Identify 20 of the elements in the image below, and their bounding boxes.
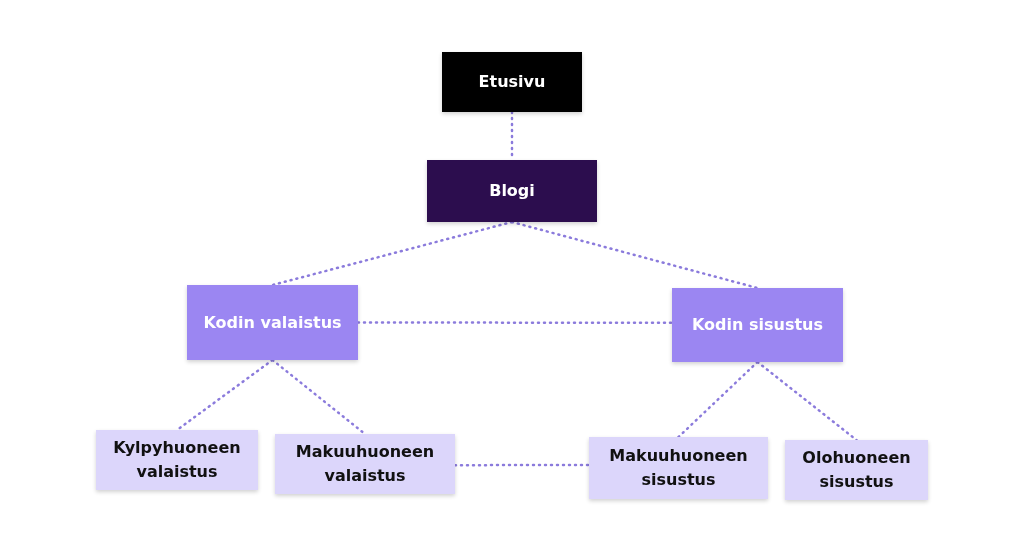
page-title: Kodin valaistus [203, 311, 342, 334]
page-box [187, 285, 358, 360]
dotted-connector [271, 220, 514, 287]
dotted-connector [510, 220, 759, 290]
dotted-connector [677, 360, 759, 439]
page-title: Makuuhuoneen valaistus [294, 441, 436, 487]
page-box [442, 52, 582, 112]
page-box [672, 288, 843, 362]
page-box [785, 440, 928, 500]
page-title: Olohuoneen sisustus [801, 447, 912, 493]
page-title: Blogi [489, 180, 535, 202]
dotted-connector [756, 360, 858, 442]
page-box [275, 434, 455, 494]
page-title: Etusivu [478, 71, 546, 93]
page-box [96, 430, 258, 490]
page-box [427, 160, 597, 222]
page-box [589, 437, 768, 499]
page-title: Makuuhuoneen sisustus [608, 445, 749, 491]
page-title: Kylpyhuoneen valaistus [112, 437, 242, 483]
page-title: Kodin sisustus [692, 314, 823, 336]
